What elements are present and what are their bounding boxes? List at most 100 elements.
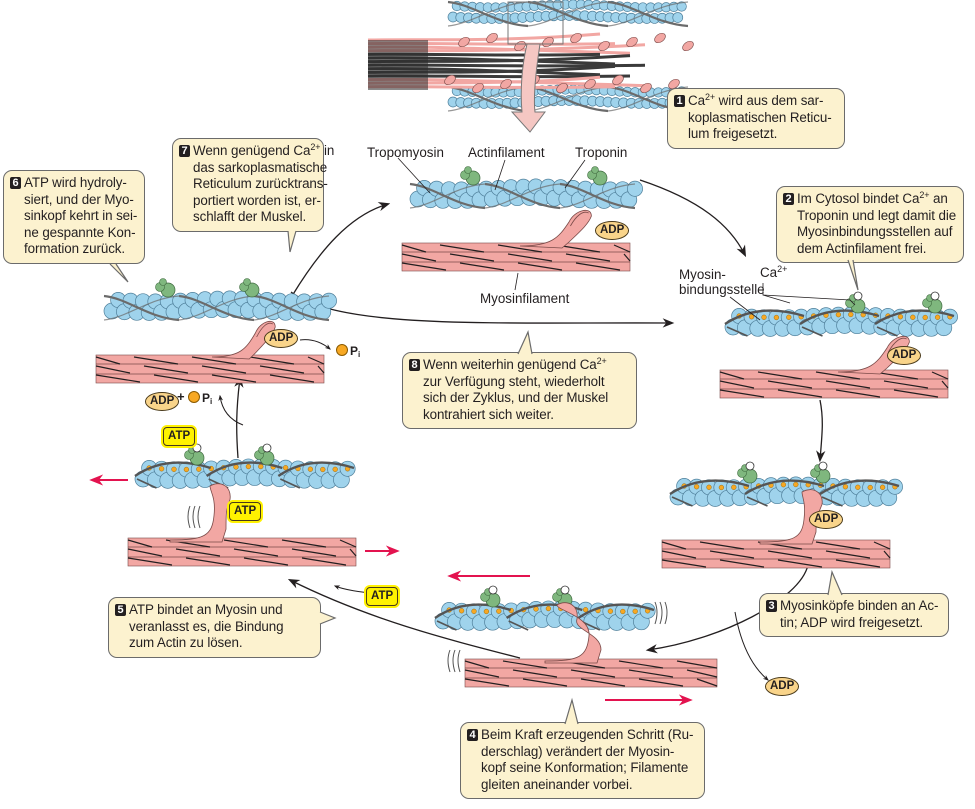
callout-line: portiert worden ist, er-: [193, 192, 321, 208]
callout-line: kopf seine Konformation; Filamente: [481, 760, 689, 776]
troponin-complex: [480, 585, 501, 608]
myosin-strand: [269, 374, 315, 383]
myosin-strand: [696, 678, 718, 687]
atp-badge: ATP: [366, 587, 399, 606]
myosin-binding-site: [706, 484, 712, 490]
myosin-strand: [931, 371, 949, 380]
myosin-strand: [249, 356, 295, 365]
calcium-symbol: Ca: [760, 265, 778, 280]
panel-atp-binds: [89, 443, 400, 567]
tropomyosin-strand: [253, 295, 330, 321]
troponin-subunit: [243, 278, 251, 286]
vibration-line: [452, 649, 456, 673]
myosin-binding-site: [855, 484, 861, 490]
myosin-strand: [618, 660, 664, 669]
tropomyosin-strand: [279, 478, 301, 489]
leader-actinfilament: [494, 159, 506, 191]
myosin-strand: [709, 550, 755, 559]
vibration-line: [187, 505, 191, 529]
troponin-complex: [587, 166, 608, 186]
arrow-relax: [291, 202, 391, 297]
calcium-charge: 2+: [919, 190, 930, 200]
actin-monomer: [321, 292, 337, 309]
myosin-binding-site: [879, 484, 886, 490]
callout-line: siert, und der Myo-: [24, 191, 134, 207]
phosphate-icon: [188, 391, 200, 403]
phosphate-subscript: i: [210, 397, 213, 406]
step-number-badge: 2: [783, 193, 795, 205]
myosin-strand: [439, 244, 485, 253]
tropomyosin-strand: [671, 496, 693, 507]
callout-line: Troponin und legt damit die: [797, 207, 957, 223]
myosin-strand: [153, 374, 199, 383]
myosin-binding-site: [245, 463, 252, 470]
myosin-head-small: [458, 36, 470, 48]
callout-line: kontrahiert sich weiter.: [423, 406, 554, 422]
myosin-strand: [883, 550, 891, 559]
troponin-complex: [737, 461, 758, 484]
tropomyosin-strand: [205, 461, 283, 477]
callout-line: zum Actin zu lösen.: [129, 635, 243, 651]
troponin-complex: [845, 291, 866, 314]
myosin-strand: [893, 389, 939, 398]
adp-badge: ADP: [264, 329, 299, 348]
tropomyosin-strand: [136, 478, 157, 489]
myosin-binding-site: [320, 466, 326, 473]
myosin-binding-site: [731, 484, 737, 490]
tropomyosin-strand: [484, 183, 561, 209]
vibration-line: [457, 649, 461, 673]
myosin-head-small: [472, 82, 484, 94]
arrow-to-step6: [234, 375, 244, 459]
myosin-filament: [127, 537, 357, 567]
troponin-complex: [254, 443, 275, 466]
myosin-strand: [185, 557, 231, 566]
callout-line: gleiten aneinander vorbei.: [481, 776, 633, 792]
myosin-strand: [522, 678, 568, 687]
troponin-complex: [239, 278, 260, 298]
phosphate-label: P: [202, 391, 211, 405]
leader-calcium: [762, 283, 856, 306]
calcium-ion: [745, 461, 755, 471]
tropomyosin-strand: [799, 309, 880, 326]
myosin-strand: [143, 365, 189, 374]
myosin-strand: [638, 678, 684, 687]
myosin-fiber: [367, 32, 601, 42]
callout-line: formation zurück.: [24, 241, 125, 257]
myosin-strand: [565, 253, 611, 262]
troponin-subunit: [591, 166, 599, 174]
myosin-binding-site: [718, 484, 725, 491]
myosin-binding-site: [835, 312, 842, 318]
myosin-head-shape: [544, 602, 602, 664]
myosin-binding-site: [867, 484, 873, 491]
myosin-strand: [699, 541, 745, 550]
myosin-head: [211, 320, 276, 360]
actin-filament: [724, 291, 958, 337]
myosin-head: [169, 483, 231, 543]
sarcomere-overview: [367, 0, 694, 133]
callout-line: derschlag) verändert der Myosin-: [481, 743, 675, 759]
tropomyosin-strand: [577, 603, 655, 619]
step-number-badge: 7: [179, 145, 191, 157]
myosin-head: [519, 209, 592, 249]
myosin-binding-site: [934, 314, 941, 320]
myosin-binding-site: [459, 608, 465, 614]
actin-monomer: [627, 180, 643, 197]
vibration-line: [192, 505, 196, 529]
myosin-binding-site: [780, 482, 787, 488]
actin-filament: [134, 443, 356, 489]
myosin-strand: [815, 541, 861, 550]
calcium-charge: 2+: [704, 92, 716, 102]
tropomyosin-strand: [744, 479, 825, 496]
myosin-strand: [339, 539, 357, 548]
label-calcium: Ca2+: [760, 265, 787, 281]
myosin-head-fold: [256, 322, 273, 338]
myosin-binding-site: [332, 466, 338, 472]
myosin-strand: [281, 539, 327, 548]
myosin-strand: [401, 244, 427, 253]
myosin-strand: [497, 244, 543, 253]
myosin-strand: [767, 380, 813, 389]
